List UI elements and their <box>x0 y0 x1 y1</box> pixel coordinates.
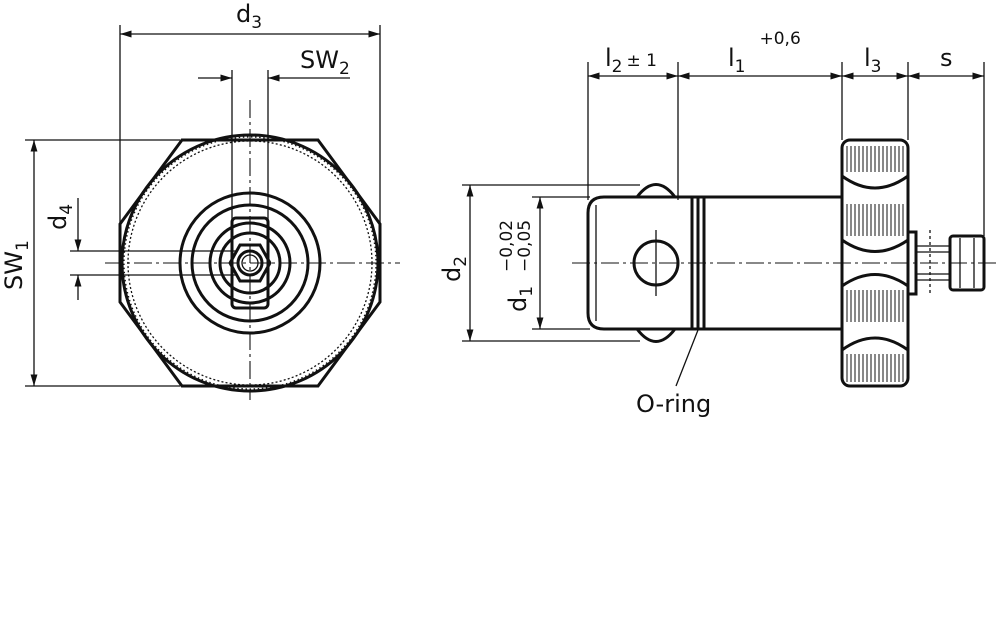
hex-nut-outline <box>118 138 382 388</box>
side-view <box>462 62 1000 388</box>
label-d1: d1 <box>504 286 537 312</box>
label-sw1: SW1 <box>0 240 33 290</box>
label-d3: d3 <box>236 0 262 33</box>
label-sw2: SW2 <box>300 46 350 79</box>
label-l3: l3 <box>864 44 882 77</box>
label-l1: l1+0,6 <box>728 29 801 77</box>
hex-socket <box>228 243 272 283</box>
outer-ring <box>178 191 322 335</box>
inner-ring <box>208 221 292 305</box>
pin-body-front <box>586 195 694 331</box>
middle-ring <box>190 203 310 323</box>
rear-hex <box>948 234 986 292</box>
knurled-disk <box>120 133 380 393</box>
knurl-pattern <box>846 146 904 382</box>
ball-top <box>635 183 677 198</box>
label-d1-tol-lower: −0,05 <box>515 220 535 272</box>
label-d1-tol-upper: −0,02 <box>497 220 517 272</box>
label-d4: d4 <box>44 204 77 230</box>
front-view <box>25 25 400 400</box>
label-d2: d2 <box>438 256 471 282</box>
label-l2: l2± 1 <box>605 44 657 77</box>
label-o-ring: O-ring <box>636 390 711 418</box>
ball-bottom <box>635 328 677 343</box>
label-s: s <box>940 44 953 72</box>
